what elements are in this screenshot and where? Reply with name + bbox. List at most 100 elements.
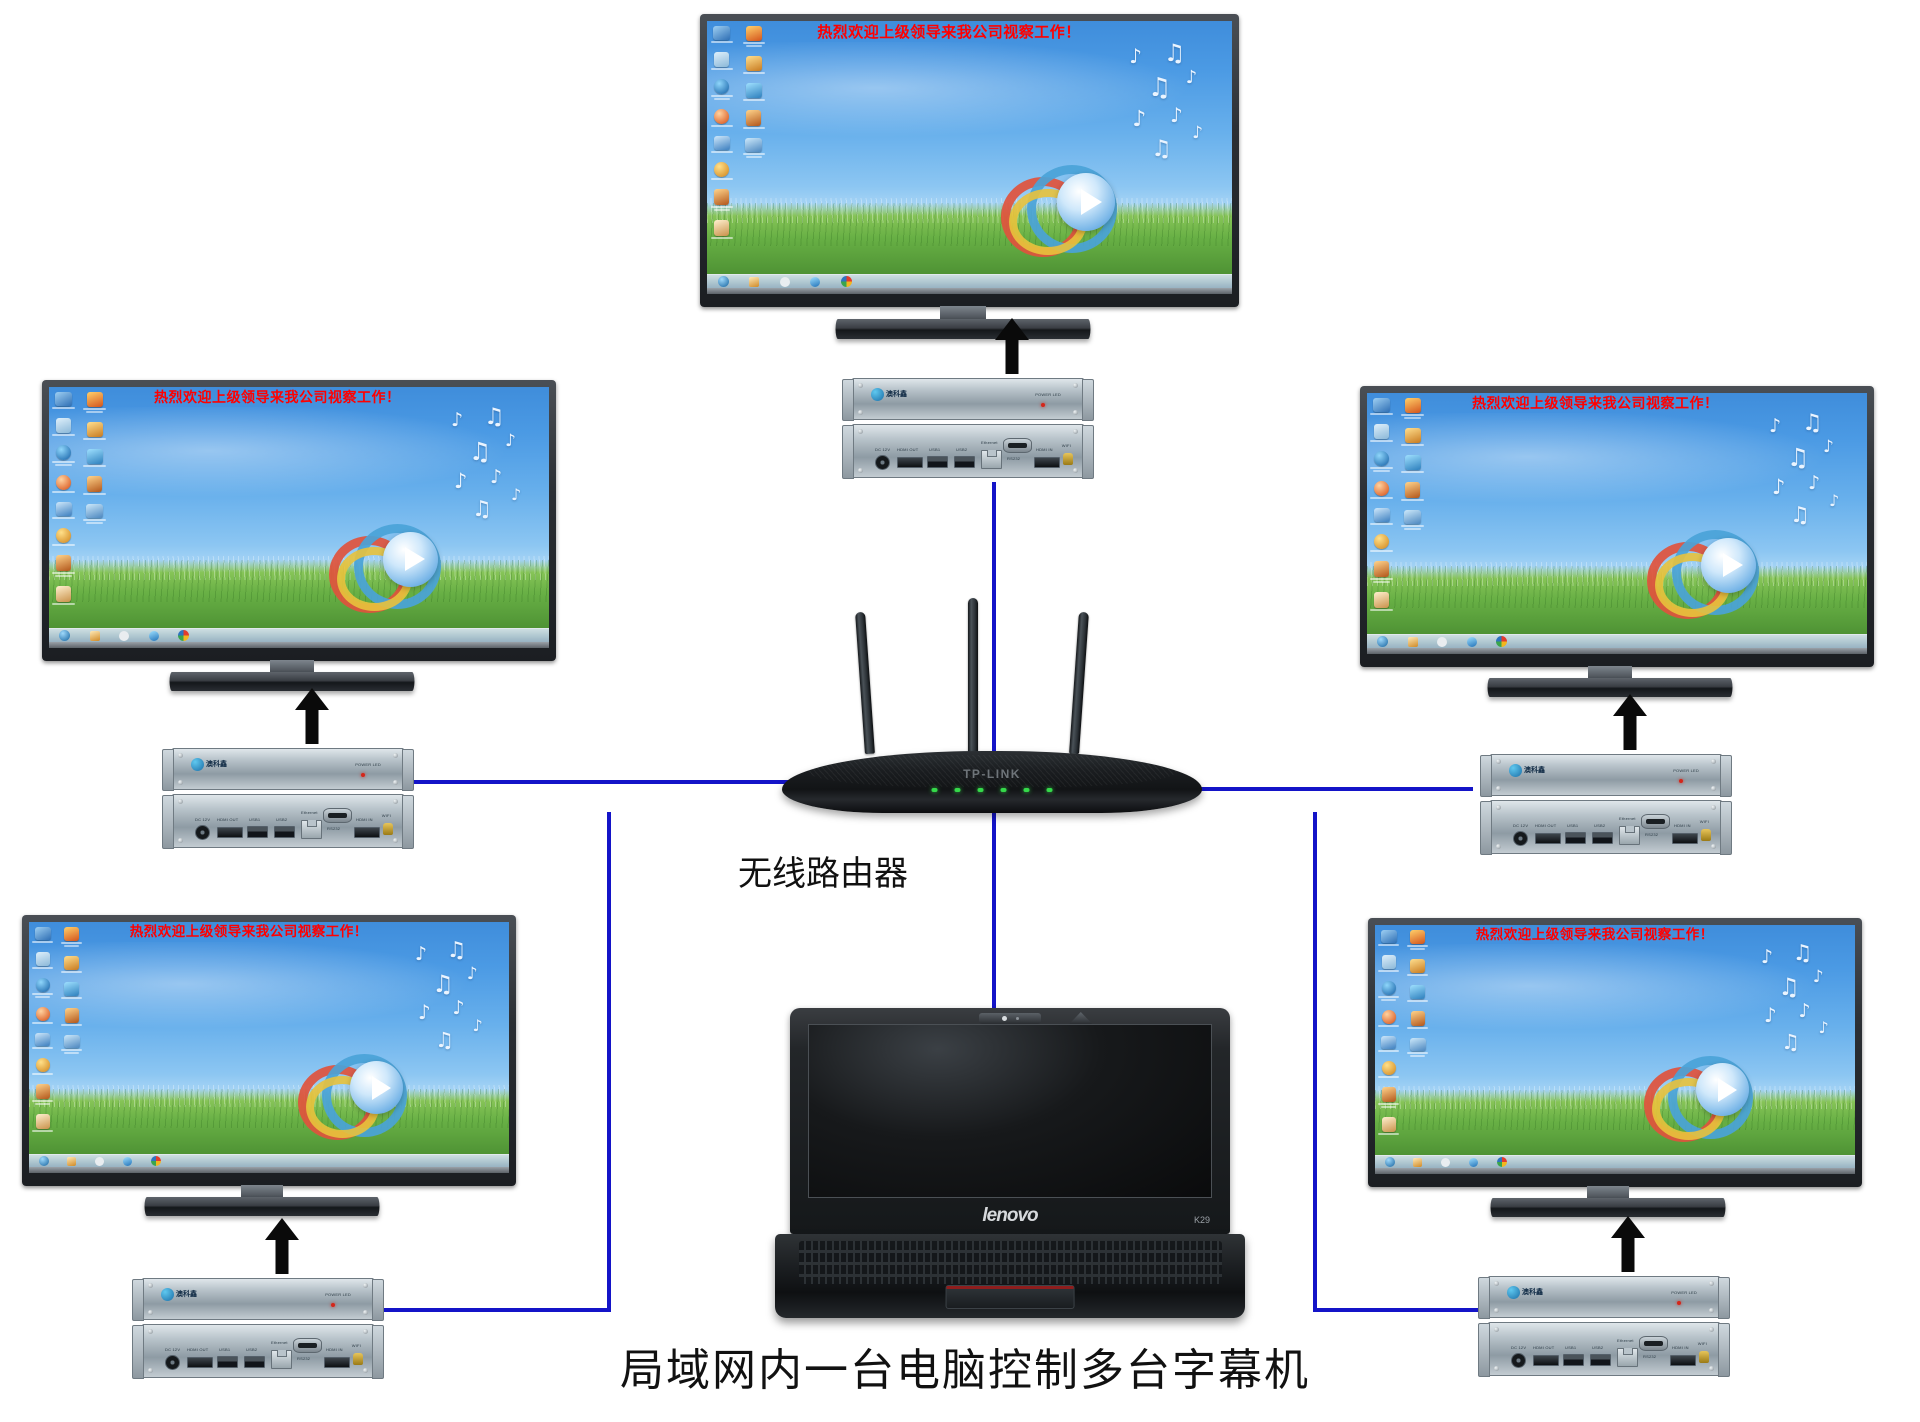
desktop-icon-folder[interactable] [52, 586, 75, 606]
hdmi-out-port[interactable] [1533, 1355, 1559, 1366]
wifi-antenna-port[interactable] [1699, 1351, 1709, 1363]
desktop-icon-browser[interactable] [1378, 980, 1400, 1001]
desktop-icon-media-player[interactable] [1378, 1009, 1400, 1027]
laptop-touchpad[interactable] [945, 1284, 1075, 1309]
start-button-icon[interactable] [1384, 1157, 1395, 1167]
desktop-icon-media-player[interactable] [710, 109, 733, 128]
usb2-port[interactable] [274, 826, 295, 838]
desktop-icon-gift-app[interactable] [742, 26, 765, 48]
ethernet-port[interactable] [301, 820, 322, 839]
hdmi-in-port[interactable] [1670, 1355, 1696, 1366]
rs232-port[interactable] [1003, 438, 1032, 453]
usb2-port[interactable] [954, 456, 975, 468]
hdmi-in-port[interactable] [354, 827, 380, 838]
wifi-antenna-port[interactable] [1701, 829, 1711, 841]
rs232-port[interactable] [1641, 814, 1670, 829]
desktop-icon-user-app[interactable] [1370, 534, 1393, 553]
desktop-icon-game-app[interactable] [32, 1083, 54, 1105]
desktop-icon-browser[interactable] [1370, 451, 1393, 473]
taskbar-colorwheel-icon[interactable] [840, 276, 852, 287]
desktop-icon-photo-app[interactable] [61, 1034, 83, 1054]
desktop-icon-qq-game[interactable] [742, 110, 765, 130]
desktop-icon-game-app[interactable] [1370, 561, 1393, 584]
desktop-icon-gift-app[interactable] [83, 392, 106, 414]
taskbar-ghost-icon[interactable] [119, 630, 130, 641]
rs232-port[interactable] [323, 808, 352, 823]
taskbar-qq-icon[interactable] [123, 1156, 133, 1166]
ethernet-port[interactable] [981, 450, 1002, 469]
dc-power-port[interactable] [195, 825, 210, 840]
dc-power-port[interactable] [1513, 831, 1528, 846]
desktop-icon-list-app[interactable] [710, 136, 733, 154]
desktop-icon-qq-app[interactable] [61, 981, 83, 999]
desktop-icon-list-app[interactable] [32, 1032, 54, 1049]
start-button-icon[interactable] [1377, 636, 1388, 647]
hdmi-out-port[interactable] [1535, 833, 1561, 844]
usb2-port[interactable] [1590, 1354, 1611, 1366]
desktop-icon-computer[interactable] [710, 26, 733, 44]
taskbar-qq-icon[interactable] [148, 630, 159, 641]
hdmi-in-port[interactable] [1034, 457, 1060, 468]
desktop-icon-qq-app[interactable] [83, 449, 106, 468]
desktop-icon-tool-app[interactable] [61, 955, 83, 973]
usb1-port[interactable] [1565, 832, 1586, 844]
taskbar-colorwheel-icon[interactable] [1496, 1157, 1507, 1167]
taskbar-ghost-icon[interactable] [1441, 1157, 1451, 1167]
desktop-icon-recycle-bin[interactable] [710, 52, 733, 71]
desktop-icon-computer[interactable] [52, 392, 75, 410]
taskbar-folder-icon[interactable] [1413, 1157, 1423, 1167]
desktop-icon-folder[interactable] [32, 1113, 54, 1132]
wifi-antenna-port[interactable] [383, 823, 393, 835]
taskbar-folder-icon[interactable] [89, 630, 100, 641]
taskbar-colorwheel-icon[interactable] [178, 630, 190, 641]
desktop-icon-qq-app[interactable] [1401, 455, 1424, 474]
control-laptop[interactable]: lenovo K29 [775, 1008, 1245, 1318]
wireless-router[interactable]: TP-LINK [782, 598, 1202, 813]
desktop-icon-photo-app[interactable] [83, 504, 106, 525]
desktop-icon-media-player[interactable] [52, 475, 75, 494]
desktop-icon-qq-game[interactable] [61, 1007, 83, 1026]
usb1-port[interactable] [927, 456, 948, 468]
desktop-icon-computer[interactable] [1370, 398, 1393, 416]
desktop-icon-browser[interactable] [710, 79, 733, 101]
desktop-icon-user-app[interactable] [32, 1057, 54, 1075]
desktop-icon-tool-app[interactable] [83, 422, 106, 441]
usb2-port[interactable] [1592, 832, 1613, 844]
desktop-icon-browser[interactable] [32, 977, 54, 998]
hdmi-in-port[interactable] [324, 1357, 350, 1368]
desktop-icon-qq-game[interactable] [1401, 482, 1424, 502]
usb2-port[interactable] [244, 1356, 265, 1368]
desktop-icon-qq-app[interactable] [1407, 984, 1429, 1002]
rs232-port[interactable] [1639, 1336, 1668, 1351]
desktop-icon-media-player[interactable] [1370, 481, 1393, 500]
desktop-icon-game-app[interactable] [1378, 1086, 1400, 1108]
ethernet-port[interactable] [1617, 1348, 1638, 1367]
desktop-icon-recycle-bin[interactable] [52, 418, 75, 437]
desktop-icon-recycle-bin[interactable] [32, 951, 54, 969]
desktop-icon-tool-app[interactable] [1407, 958, 1429, 976]
desktop-icon-media-player[interactable] [32, 1006, 54, 1024]
usb1-port[interactable] [217, 1356, 238, 1368]
desktop-icon-photo-app[interactable] [1401, 510, 1424, 531]
taskbar-ghost-icon[interactable] [779, 276, 790, 287]
taskbar-qq-icon[interactable] [1469, 1157, 1479, 1167]
desktop-icon-computer[interactable] [32, 926, 54, 943]
taskbar-folder-icon[interactable] [749, 276, 760, 287]
desktop-icon-tool-app[interactable] [1401, 428, 1424, 447]
taskbar[interactable] [1367, 634, 1867, 648]
dc-power-port[interactable] [875, 455, 890, 470]
desktop-icon-list-app[interactable] [1370, 508, 1393, 526]
taskbar-ghost-icon[interactable] [95, 1156, 105, 1166]
hdmi-out-port[interactable] [897, 457, 923, 468]
desktop-icon-user-app[interactable] [710, 162, 733, 181]
start-button-icon[interactable] [59, 630, 70, 641]
desktop-icon-browser[interactable] [52, 445, 75, 467]
desktop-icon-qq-game[interactable] [1407, 1010, 1429, 1029]
taskbar[interactable] [29, 1154, 509, 1167]
taskbar[interactable] [1375, 1155, 1855, 1168]
desktop-icon-folder[interactable] [1370, 592, 1393, 612]
laptop-keyboard[interactable] [798, 1240, 1222, 1285]
taskbar-folder-icon[interactable] [67, 1156, 77, 1166]
desktop-icon-user-app[interactable] [52, 528, 75, 547]
laptop-screen[interactable] [808, 1024, 1212, 1198]
